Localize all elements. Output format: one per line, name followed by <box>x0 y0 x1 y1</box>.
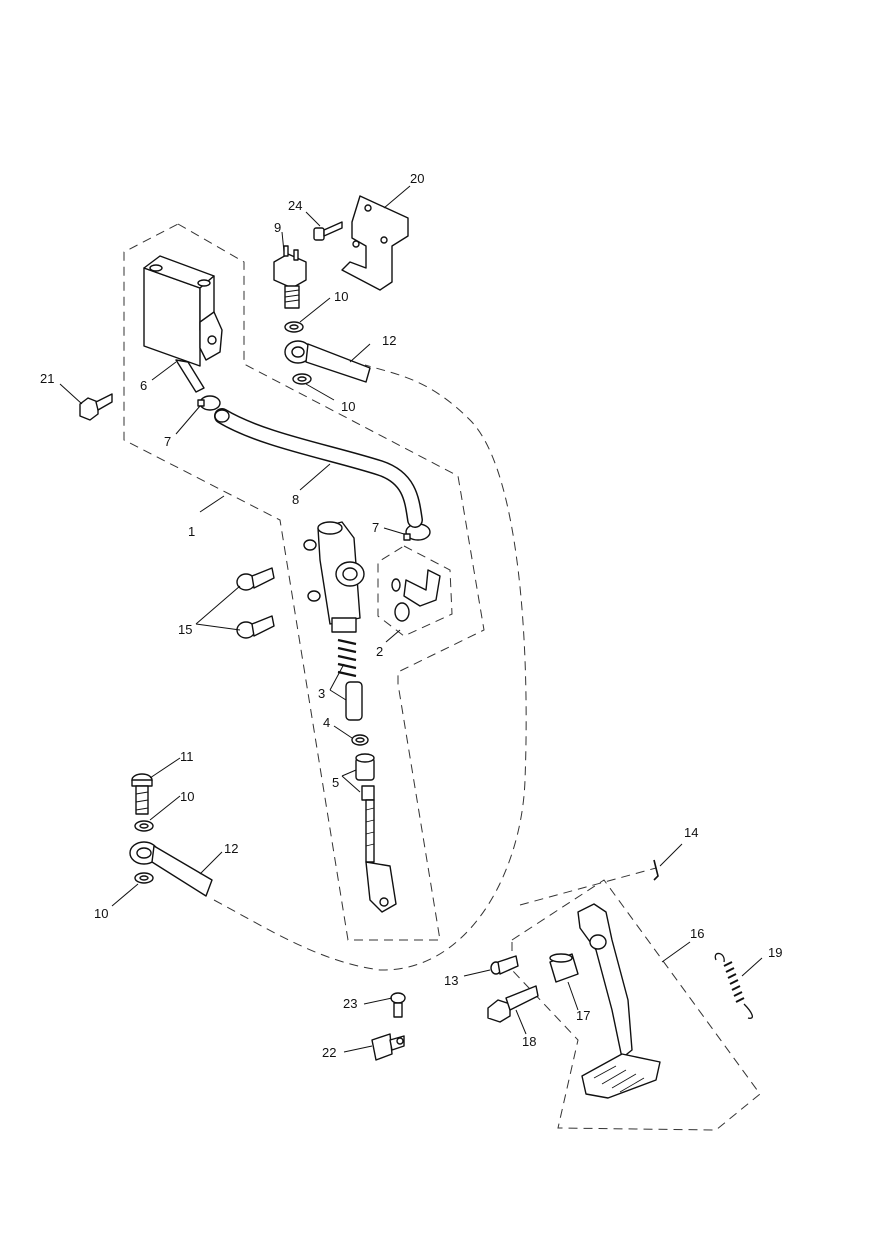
hose-icon <box>214 408 423 528</box>
pressure-switch-icon <box>273 245 307 309</box>
bolt-icon <box>313 221 343 241</box>
callout-8: 8 <box>292 492 299 507</box>
bolt-icon <box>79 393 113 421</box>
callout-12-top: 12 <box>382 333 396 348</box>
bolt-icon <box>487 985 539 1023</box>
callout-10-c: 10 <box>180 789 194 804</box>
group-outlines <box>123 223 761 1131</box>
spring-icon <box>714 952 753 1019</box>
callout-1: 1 <box>188 524 195 539</box>
callout-2: 2 <box>376 644 383 659</box>
leader-lines <box>59 185 763 1053</box>
bush-icon <box>549 953 579 983</box>
clip-icon <box>371 1033 405 1061</box>
callout-13: 13 <box>444 973 458 988</box>
callout-16: 16 <box>690 926 704 941</box>
callout-10-d: 10 <box>94 906 108 921</box>
callout-3: 3 <box>318 686 325 701</box>
bolt-icon <box>131 773 153 815</box>
callout-11: 11 <box>180 749 194 764</box>
callout-14: 14 <box>684 825 698 840</box>
callout-5: 5 <box>332 775 339 790</box>
bolt-icon <box>490 955 519 975</box>
callout-9: 9 <box>274 220 281 235</box>
bolt-icon <box>236 567 275 639</box>
callout-4: 4 <box>323 715 330 730</box>
spring-icon <box>337 638 363 721</box>
bracket-icon <box>341 195 409 291</box>
reservoir-icon <box>143 255 223 393</box>
pedal-16-outline <box>511 879 761 1131</box>
pin-icon <box>653 859 659 881</box>
callout-6: 6 <box>140 378 147 393</box>
o-ring-icon <box>351 734 369 746</box>
washer-icon <box>134 321 312 884</box>
callout-12-bottom: 12 <box>224 841 238 856</box>
brake-pedal-icon <box>577 903 661 1099</box>
callout-20: 20 <box>410 171 424 186</box>
master-cylinder-icon <box>303 521 365 633</box>
switch-route-line <box>519 867 657 906</box>
banjo-fitting-icon <box>129 340 371 897</box>
callout-17: 17 <box>576 1008 590 1023</box>
clip-icon <box>197 395 431 541</box>
callout-10-b: 10 <box>341 399 355 414</box>
assembly-1-outline <box>123 223 485 941</box>
callout-7-top: 7 <box>164 434 171 449</box>
callout-19: 19 <box>768 945 782 960</box>
bolt-icon <box>390 992 406 1018</box>
callout-18: 18 <box>522 1034 536 1049</box>
seal-kit-icon <box>391 569 441 622</box>
callout-22: 22 <box>322 1045 336 1060</box>
push-rod-icon <box>355 753 397 913</box>
callout-15: 15 <box>178 622 192 637</box>
callout-labels: 1 2 3 4 5 6 7 7 8 9 10 10 10 10 11 12 12… <box>40 171 782 1060</box>
hose-route-line <box>213 364 527 971</box>
callout-23: 23 <box>343 996 357 1011</box>
seal-kit-2-outline <box>377 545 453 637</box>
callout-10-a: 10 <box>334 289 348 304</box>
callout-7-bottom: 7 <box>372 520 379 535</box>
callout-24: 24 <box>288 198 302 213</box>
callout-21: 21 <box>40 371 54 386</box>
